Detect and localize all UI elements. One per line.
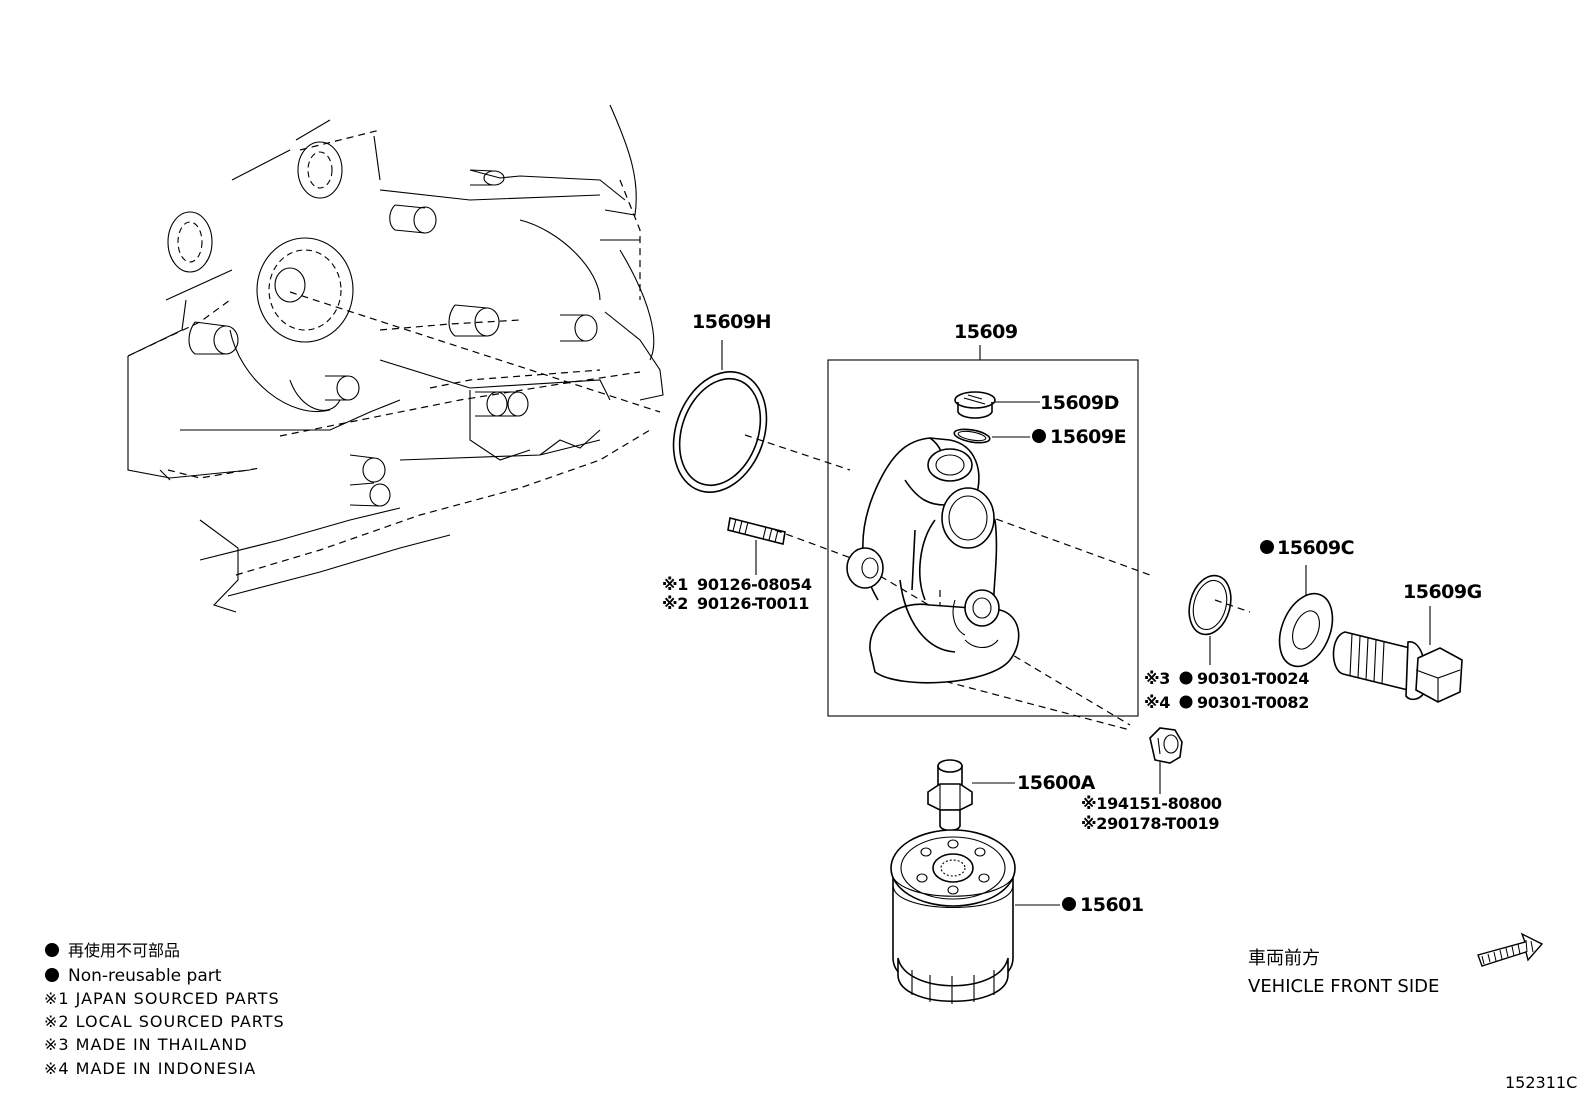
nut-part-number-1[interactable]: ※194151-80800 <box>1081 794 1222 813</box>
legend-note-1: ※1 JAPAN SOURCED PARTS <box>44 989 280 1008</box>
non-reusable-marker-icon <box>1260 540 1274 554</box>
part-number-15609g[interactable]: 15609G <box>1403 581 1482 603</box>
oring-mark-4: ※4 <box>1144 693 1170 712</box>
non-reusable-marker-icon <box>45 943 59 957</box>
stud-bolt[interactable] <box>727 517 786 545</box>
plug-15609d[interactable] <box>954 391 996 419</box>
legend-note-3: ※3 MADE IN THAILAND <box>44 1035 248 1054</box>
engine-block-phantom <box>127 104 664 613</box>
assembly-box-15609 <box>827 359 1139 717</box>
part-number-15609h[interactable]: 15609H <box>692 311 772 333</box>
non-reusable-marker-icon <box>1179 695 1193 709</box>
non-reusable-marker-icon <box>45 968 59 982</box>
figure-id: 152311C <box>1505 1073 1577 1092</box>
part-number-15601[interactable]: 15601 <box>1080 894 1144 916</box>
legend-note-2: ※2 LOCAL SOURCED PARTS <box>44 1012 285 1031</box>
union-bolt-15609g[interactable] <box>1332 631 1463 703</box>
front-direction-arrow-icon <box>1477 932 1544 967</box>
vehicle-front-en: VEHICLE FRONT SIDE <box>1248 976 1439 997</box>
part-number-15609[interactable]: 15609 <box>954 321 1018 343</box>
nut[interactable] <box>1149 727 1183 764</box>
assembly-lines <box>289 291 1251 731</box>
oring-part-number-4[interactable]: 90301-T0082 <box>1197 693 1309 712</box>
nut-part-number-2[interactable]: ※290178-T0019 <box>1081 814 1220 833</box>
union-15600a[interactable] <box>927 759 973 832</box>
oring-mark-3: ※3 <box>1144 669 1170 688</box>
stud-mark-1: ※1 <box>662 575 688 594</box>
stud-part-number-2[interactable]: 90126-T0011 <box>697 594 810 613</box>
stud-mark-2: ※2 <box>662 594 688 613</box>
legend-nonreusable-jp: 再使用不可部品 <box>68 941 180 960</box>
oring-15609e[interactable] <box>953 427 991 445</box>
part-number-15600a[interactable]: 15600A <box>1017 772 1096 794</box>
part-number-15609d[interactable]: 15609D <box>1040 392 1119 414</box>
part-number-15609c[interactable]: 15609C <box>1277 537 1355 559</box>
stud-part-number-1[interactable]: 90126-08054 <box>697 575 812 594</box>
oring-90301[interactable] <box>1183 571 1237 639</box>
vehicle-front-indicator: 車両前方 VEHICLE FRONT SIDE <box>1248 932 1544 997</box>
legend: 再使用不可部品 Non-reusable part ※1 JAPAN SOURC… <box>44 941 285 1078</box>
oil-filter-15601[interactable] <box>890 829 1016 1004</box>
gasket-15609h[interactable] <box>657 359 782 506</box>
non-reusable-marker-icon <box>1179 671 1193 685</box>
non-reusable-marker-icon <box>1062 897 1076 911</box>
oring-part-number-3[interactable]: 90301-T0024 <box>1197 669 1310 688</box>
non-reusable-marker-icon <box>1032 429 1046 443</box>
legend-nonreusable: Non-reusable part <box>68 966 222 986</box>
oil-filter-bracket[interactable] <box>846 437 1020 684</box>
legend-note-4: ※4 MADE IN INDONESIA <box>44 1059 256 1078</box>
washer-15609c[interactable] <box>1270 586 1343 674</box>
vehicle-front-jp: 車両前方 <box>1248 948 1320 969</box>
part-number-15609e[interactable]: 15609E <box>1050 426 1127 448</box>
